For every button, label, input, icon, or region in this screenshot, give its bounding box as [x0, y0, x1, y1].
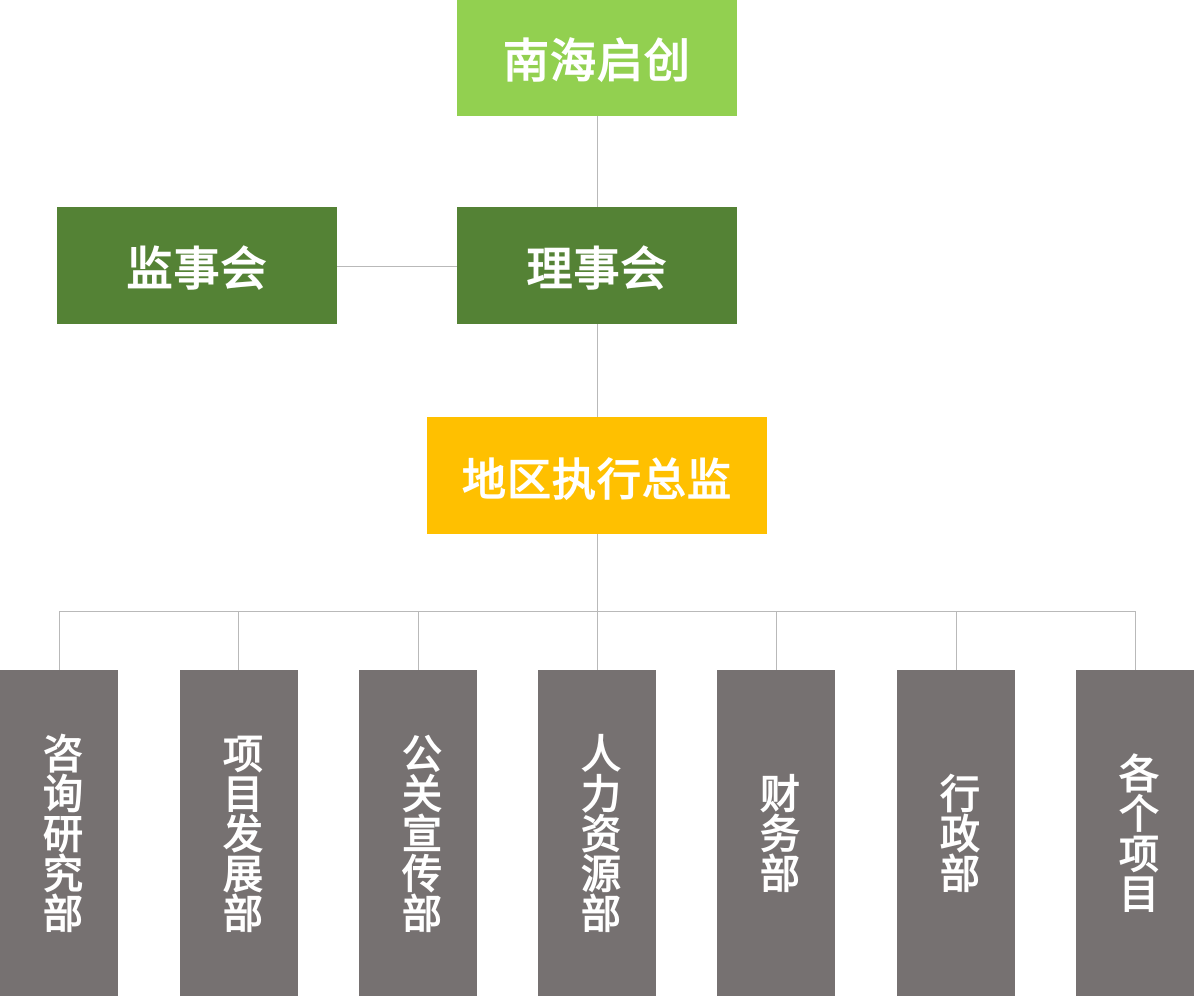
connector-drop-dept-7 — [1135, 611, 1136, 670]
connector-top-board — [597, 116, 598, 207]
node-dept-human-resources: 人力资源部 — [538, 670, 656, 996]
connector-drop-dept-1 — [59, 611, 60, 670]
connector-director-bus — [597, 534, 598, 611]
node-dept-projects: 各个项目 — [1076, 670, 1194, 996]
node-dept-administration: 行政部 — [897, 670, 1015, 996]
connector-board-director — [597, 324, 598, 417]
connector-drop-dept-5 — [776, 611, 777, 670]
node-board: 理事会 — [457, 207, 737, 324]
node-dept-finance: 财务部 — [717, 670, 835, 996]
connector-drop-dept-2 — [238, 611, 239, 670]
node-regional-director: 地区执行总监 — [427, 417, 767, 534]
connector-supervisory-board — [337, 266, 457, 267]
node-top-organization: 南海启创 — [457, 0, 737, 116]
node-supervisory-board: 监事会 — [57, 207, 337, 324]
node-dept-research: 咨询研究部 — [0, 670, 118, 996]
connector-drop-dept-3 — [418, 611, 419, 670]
connector-drop-dept-6 — [956, 611, 957, 670]
connector-drop-dept-4 — [597, 611, 598, 670]
node-dept-public-relations: 公关宣传部 — [359, 670, 477, 996]
node-dept-project-development: 项目发展部 — [180, 670, 298, 996]
